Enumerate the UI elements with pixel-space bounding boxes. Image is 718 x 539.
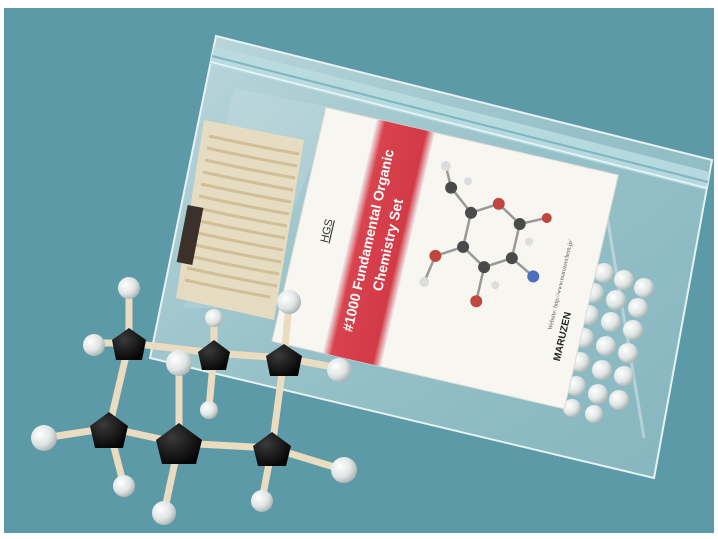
product-card: HGS #1000 Fundamental Organic Chemistry …	[271, 106, 619, 410]
molecular-model	[31, 277, 357, 525]
title-band	[322, 119, 436, 367]
molecule-illustration	[419, 160, 552, 308]
bond-sticks-pack	[176, 120, 304, 320]
photo-illustration: HGS #1000 Fundamental Organic Chemistry …	[31, 34, 714, 525]
hydrogen-balls-pile	[563, 263, 654, 423]
product-photo: HGS #1000 Fundamental Organic Chemistry …	[4, 8, 714, 533]
brand-label: HGS	[319, 218, 336, 244]
